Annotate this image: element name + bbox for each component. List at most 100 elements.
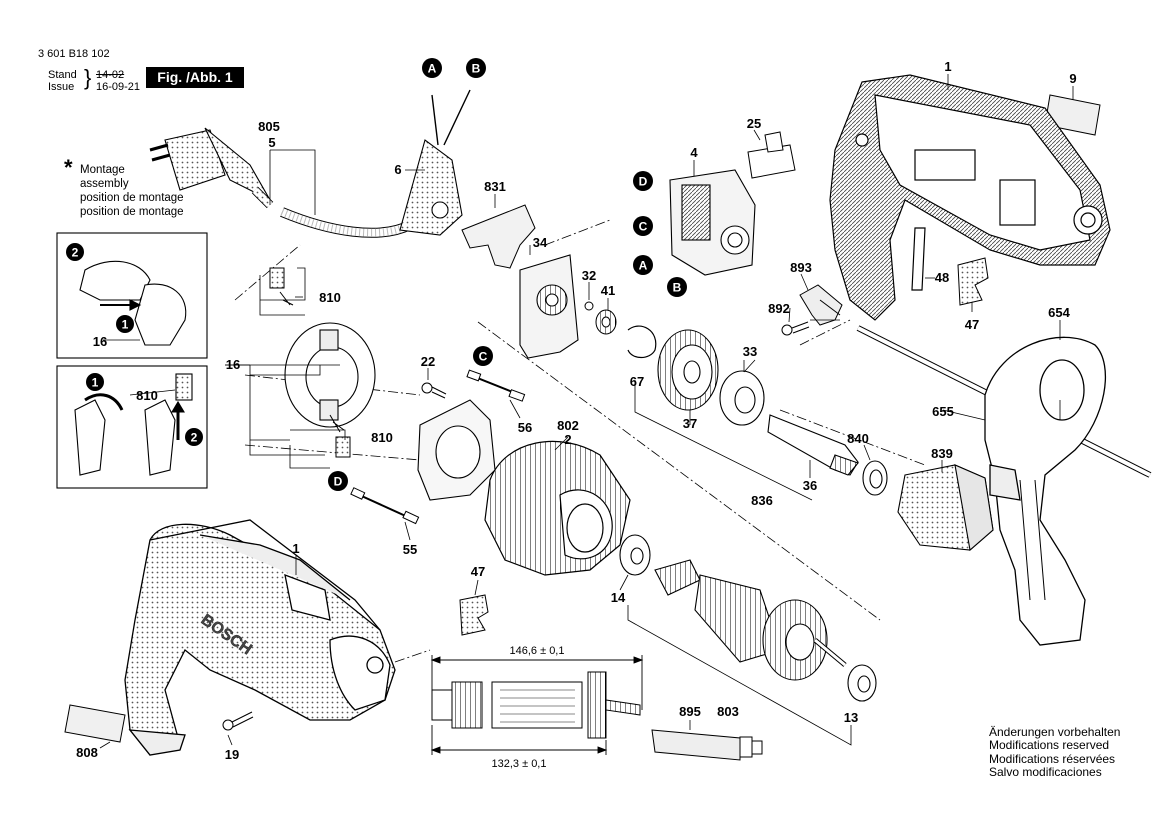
figure-label: Fig. /Abb. 1 [146, 67, 244, 88]
lead-wire-55 [350, 487, 420, 525]
part-label-6: 6 [394, 162, 401, 177]
marker-step-2-bottom: 2 [185, 428, 203, 446]
spring-41 [595, 309, 617, 335]
armature-side-view [431, 671, 641, 739]
part-label-1-tool: 1 [292, 541, 299, 556]
marker-a-top: A [422, 58, 442, 78]
dimension-core-length: 132,3 ± 0,1 [492, 758, 547, 770]
svg-text:C: C [639, 220, 648, 234]
svg-text:B: B [472, 62, 481, 76]
part-label-836: 836 [751, 493, 773, 508]
bearing-33 [719, 370, 765, 426]
washer-840 [862, 460, 888, 496]
part-label-808: 808 [76, 745, 98, 760]
part-label-4: 4 [690, 145, 698, 160]
svg-text:1: 1 [122, 318, 129, 332]
screw-22 [421, 382, 447, 399]
svg-text:2: 2 [191, 431, 198, 445]
part-label-19: 19 [225, 747, 239, 762]
part-label-805: 805 [258, 119, 280, 134]
part-label-14: 14 [611, 590, 626, 605]
switch-4 [669, 169, 756, 276]
gear-37 [657, 329, 719, 411]
dimension-lines [430, 655, 644, 755]
part-label-9: 9 [1069, 71, 1076, 86]
field-stator-2 [484, 440, 631, 576]
marker-b-top: B [466, 58, 486, 78]
assembly-asterisk: * [64, 155, 73, 180]
screw-19 [222, 711, 254, 731]
brush-carrier [417, 399, 496, 501]
part-label-34: 34 [533, 235, 548, 250]
part-label-16-inset: 16 [93, 334, 107, 349]
part-label-13: 13 [844, 710, 858, 725]
assembly-note-line-4: position de montage [80, 206, 184, 218]
document-number: 3 601 B18 102 [38, 48, 110, 60]
part-label-47-bottom: 47 [471, 564, 485, 579]
spindle-36 [767, 414, 859, 476]
marker-c-switch: C [633, 216, 653, 236]
svg-text:C: C [479, 350, 488, 364]
disclaimer-line-es: Salvo modificaciones [989, 765, 1102, 780]
assembly-note-line-2: assembly [80, 178, 129, 190]
marker-c-wire: C [473, 346, 493, 366]
dimension-overall-length: 146,6 ± 0,1 [510, 645, 565, 657]
bearing-14 [619, 534, 651, 576]
part-label-654: 654 [1048, 305, 1070, 320]
carbon-brush-810-bottom [329, 414, 351, 458]
contact-strip-48 [911, 227, 926, 291]
screw-892 [781, 321, 810, 336]
svg-text:2: 2 [72, 246, 79, 260]
ball-32 [584, 301, 594, 311]
part-label-56: 56 [518, 420, 532, 435]
marker-step-1-top: 1 [116, 315, 134, 333]
part-label-55: 55 [403, 542, 417, 557]
part-label-2: 2 [564, 432, 571, 447]
part-label-48: 48 [935, 270, 949, 285]
inset-box-bottom [56, 365, 208, 489]
carbon-brush-810-top [269, 267, 294, 306]
disclaimer-line-de: Änderungen vorbehalten [989, 725, 1121, 739]
part-label-840: 840 [847, 431, 869, 446]
svg-text:1: 1 [92, 376, 99, 390]
felt-pad-47-bottom [459, 594, 489, 636]
part-label-831: 831 [484, 179, 506, 194]
part-label-892: 892 [768, 301, 790, 316]
cord-guard [399, 139, 463, 236]
marker-step-2-top: 2 [66, 243, 84, 261]
disclaimer: Änderungen vorbehalten Modifications res… [989, 725, 1121, 780]
part-label-37: 37 [683, 416, 697, 431]
retaining-ring-67 [627, 325, 657, 359]
marker-step-1-bottom: 1 [86, 373, 104, 391]
auxiliary-handle-654 [984, 336, 1107, 646]
svg-text:D: D [639, 175, 648, 189]
svg-text:A: A [639, 259, 648, 273]
part-label-803: 803 [717, 704, 739, 719]
part-label-25: 25 [747, 116, 761, 131]
marker-b-switch: B [667, 277, 687, 297]
assembly-note-line-1: Montage [80, 164, 125, 176]
disclaimer-line-en: Modifications reserved [989, 738, 1110, 753]
part-label-810-inset: 810 [136, 388, 158, 403]
part-label-41: 41 [601, 283, 615, 298]
assembly-axis-lines [234, 219, 926, 663]
bearing-13 [847, 664, 877, 702]
part-label-67: 67 [630, 374, 644, 389]
drill-chuck-839 [897, 464, 994, 552]
part-label-5: 5 [268, 135, 275, 150]
assembly-note-line-3: position de montage [80, 192, 184, 204]
disclaimer-line-fr: Modifications réservées [989, 751, 1116, 766]
part-label-47-top: 47 [965, 317, 979, 332]
housing-half [829, 74, 1111, 321]
label-tape-808 [64, 704, 126, 743]
svg-text:B: B [673, 281, 682, 295]
grease-tube-895 [651, 729, 763, 761]
brush-bracket-lines [249, 267, 346, 469]
part-label-655: 655 [932, 404, 954, 419]
part-number-labels: 1 9 805 5 6 25 4 831 34 32 41 893 48 892… [76, 59, 1076, 762]
svg-text:A: A [428, 62, 437, 76]
power-cord-assembly [149, 89, 471, 238]
felt-pad-47-top [957, 257, 989, 306]
stand-label: Stand [48, 69, 77, 81]
